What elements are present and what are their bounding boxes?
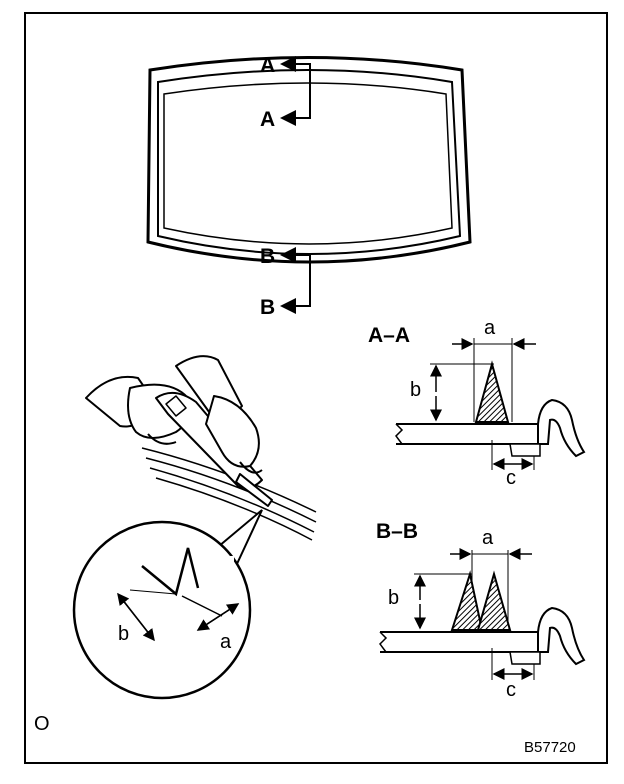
section-bb-dim-c: c	[506, 679, 516, 701]
section-b-marker: B B	[260, 245, 311, 319]
section-b-bottom-label: B	[260, 296, 275, 319]
section-a-bottom-label: A	[260, 108, 275, 131]
section-a-top-label: A	[260, 54, 275, 77]
detail-dim-a-label: a	[220, 631, 232, 653]
section-aa-dim-a: a	[484, 317, 496, 339]
section-aa-dim-b: b	[410, 379, 421, 401]
detail-dim-b-label: b	[118, 623, 129, 645]
section-a-marker: A A	[260, 54, 311, 131]
section-bb-title: B–B	[376, 520, 418, 543]
section-bb-dim-b: b	[388, 587, 399, 609]
figure-code: B57720	[524, 739, 576, 756]
detail-callout: b a	[72, 509, 263, 700]
figure-border	[24, 12, 608, 764]
section-aa-dim-c: c	[506, 467, 516, 489]
section-aa: A–A a b c	[368, 317, 586, 489]
corner-mark: O	[34, 713, 50, 735]
section-bb-dim-a: a	[482, 527, 494, 549]
section-bb: B–B a b c	[376, 520, 586, 701]
section-b-top-label: B	[260, 245, 275, 268]
section-aa-title: A–A	[368, 324, 410, 347]
windshield-glass	[146, 56, 472, 264]
adhesive-gun-illustration	[85, 355, 317, 541]
